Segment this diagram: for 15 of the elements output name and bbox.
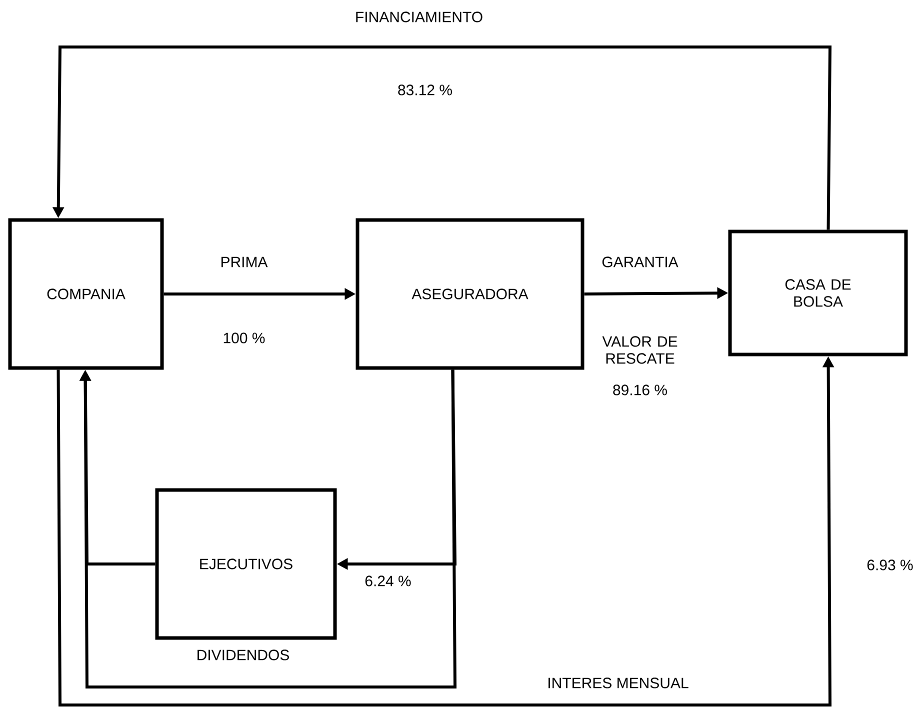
process-box: EJECUTIVOS [155, 488, 337, 640]
flow-label: 100 % [224, 332, 265, 344]
flow-label: 89.16 % [613, 384, 667, 396]
flow-label: 6.24 % [365, 576, 411, 586]
flow-label: INTERES MENSUAL [548, 678, 688, 688]
flow-label: 6.93 % [867, 560, 913, 570]
flow-label: FINANCIAMIENTO [356, 12, 482, 22]
flow-label: VALOR DE RESCATE [602, 336, 678, 364]
flow-label: 83.12 % [398, 84, 452, 96]
flow-label: PRIMA [221, 256, 268, 268]
process-box: COMPANIA [8, 218, 164, 370]
process-box: CASA DE BOLSA [728, 230, 908, 356]
flow-label: GARANTIA [602, 256, 678, 268]
process-box: ASEGURADORA [356, 218, 584, 370]
arrow [79, 370, 457, 688]
